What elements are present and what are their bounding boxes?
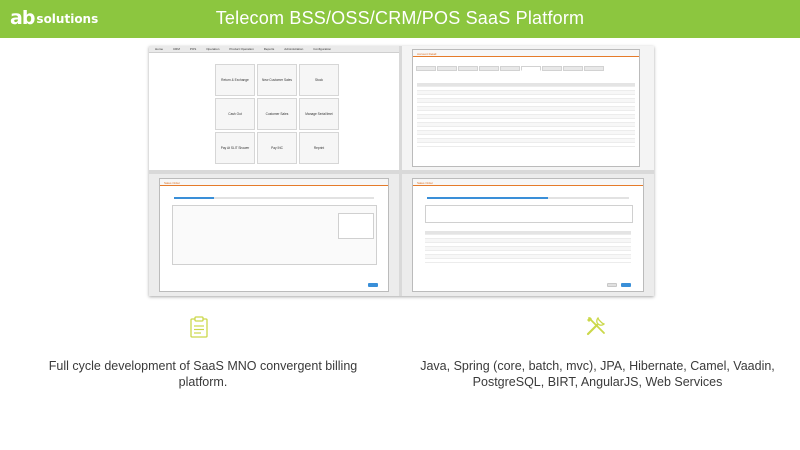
order-summary-screenshot: Sales Order <box>402 174 654 296</box>
tab <box>584 66 604 71</box>
page-title: Telecom BSS/OSS/CRM/POS SaaS Platform <box>215 8 585 28</box>
order-summary-dialog: Sales Order <box>412 178 644 292</box>
back-button <box>607 283 617 287</box>
menu-item: Home <box>155 47 164 51</box>
menu-item: Reports <box>263 47 275 51</box>
tab <box>521 66 541 71</box>
pos-tile: Customer Sales <box>257 98 297 130</box>
tools-icon <box>586 316 606 336</box>
pos-tile: Manage Serial/Imei <box>299 98 339 130</box>
table-row <box>417 127 635 131</box>
menu-item: Administration <box>284 47 304 51</box>
sales-order-dialog: Sales Order <box>159 178 389 292</box>
table-row <box>417 119 635 123</box>
feature-caption-billing: Full cycle development of SaaS MNO conve… <box>48 359 358 389</box>
tab <box>458 66 478 71</box>
pos-tile: Return & Exchange <box>215 64 255 96</box>
pos-tile: New Customer Sales <box>257 64 297 96</box>
tab <box>437 66 457 71</box>
menu-item: CRM <box>173 47 180 51</box>
tab <box>500 66 520 71</box>
tab <box>542 66 562 71</box>
feature-caption-stack: Java, Spring (core, batch, mvc), JPA, Hi… <box>420 359 775 389</box>
header-banner: ab solutions Telecom BSS/OSS/CRM/POS Saa… <box>0 0 800 38</box>
account-dialog: Account Detail <box>412 49 640 167</box>
table-row <box>417 107 635 111</box>
crm-screenshot: Account Detail <box>402 46 654 170</box>
dialog-tabs <box>413 65 639 72</box>
table-row <box>417 135 635 139</box>
table-row <box>417 111 635 115</box>
table-row <box>417 143 635 147</box>
wizard-progress <box>174 197 374 199</box>
menu-item: Product Operation <box>229 47 254 51</box>
menu-item: Operation <box>206 47 220 51</box>
table-row <box>425 251 631 255</box>
ab-solutions-logo: ab solutions <box>10 8 98 28</box>
table-row <box>417 87 635 91</box>
pos-tile-grid: Return & Exchange New Customer Sales Sto… <box>215 64 339 164</box>
menu-item: POS <box>189 47 197 51</box>
table-header <box>417 83 635 87</box>
pos-tile: Cash Out <box>215 98 255 130</box>
table-row <box>425 259 631 263</box>
table-row <box>425 243 631 247</box>
menu-item: Configuration <box>313 47 332 51</box>
table-row <box>417 123 635 127</box>
table-header <box>425 231 631 235</box>
address-box <box>425 205 633 223</box>
dialog-title: Sales Order <box>413 179 643 186</box>
logo-text: solutions <box>36 12 99 26</box>
table-row <box>425 247 631 251</box>
totals-box <box>338 213 374 239</box>
table-row <box>425 255 631 259</box>
table-row <box>417 115 635 119</box>
dialog-title: Sales Order <box>160 179 388 186</box>
table-row <box>417 99 635 103</box>
logo-mark: ab <box>10 7 35 29</box>
table-row <box>417 131 635 135</box>
tab <box>563 66 583 71</box>
table-row <box>425 239 631 243</box>
table-row <box>417 139 635 143</box>
data-table <box>417 83 635 147</box>
finish-button <box>621 283 631 287</box>
table-row <box>417 91 635 95</box>
dialog-title: Account Detail <box>413 50 639 57</box>
clipboard-icon <box>190 316 208 338</box>
sales-order-screenshot: Sales Order <box>149 174 399 296</box>
pos-screenshot: Home CRM POS Operation Product Operation… <box>149 46 399 170</box>
wizard-progress <box>427 197 629 199</box>
pos-tile: Pay INC <box>257 132 297 164</box>
tab <box>416 66 436 71</box>
pos-tile: Reprint <box>299 132 339 164</box>
screenshot-collage: Home CRM POS Operation Product Operation… <box>149 46 654 296</box>
table-row <box>417 95 635 99</box>
service-table <box>425 231 631 263</box>
next-button <box>368 283 378 287</box>
tab <box>479 66 499 71</box>
pos-tile: Pay At SLIT Shower <box>215 132 255 164</box>
pos-tile: Stock <box>299 64 339 96</box>
table-row <box>417 103 635 107</box>
pos-menubar: Home CRM POS Operation Product Operation… <box>149 46 399 53</box>
table-row <box>425 235 631 239</box>
